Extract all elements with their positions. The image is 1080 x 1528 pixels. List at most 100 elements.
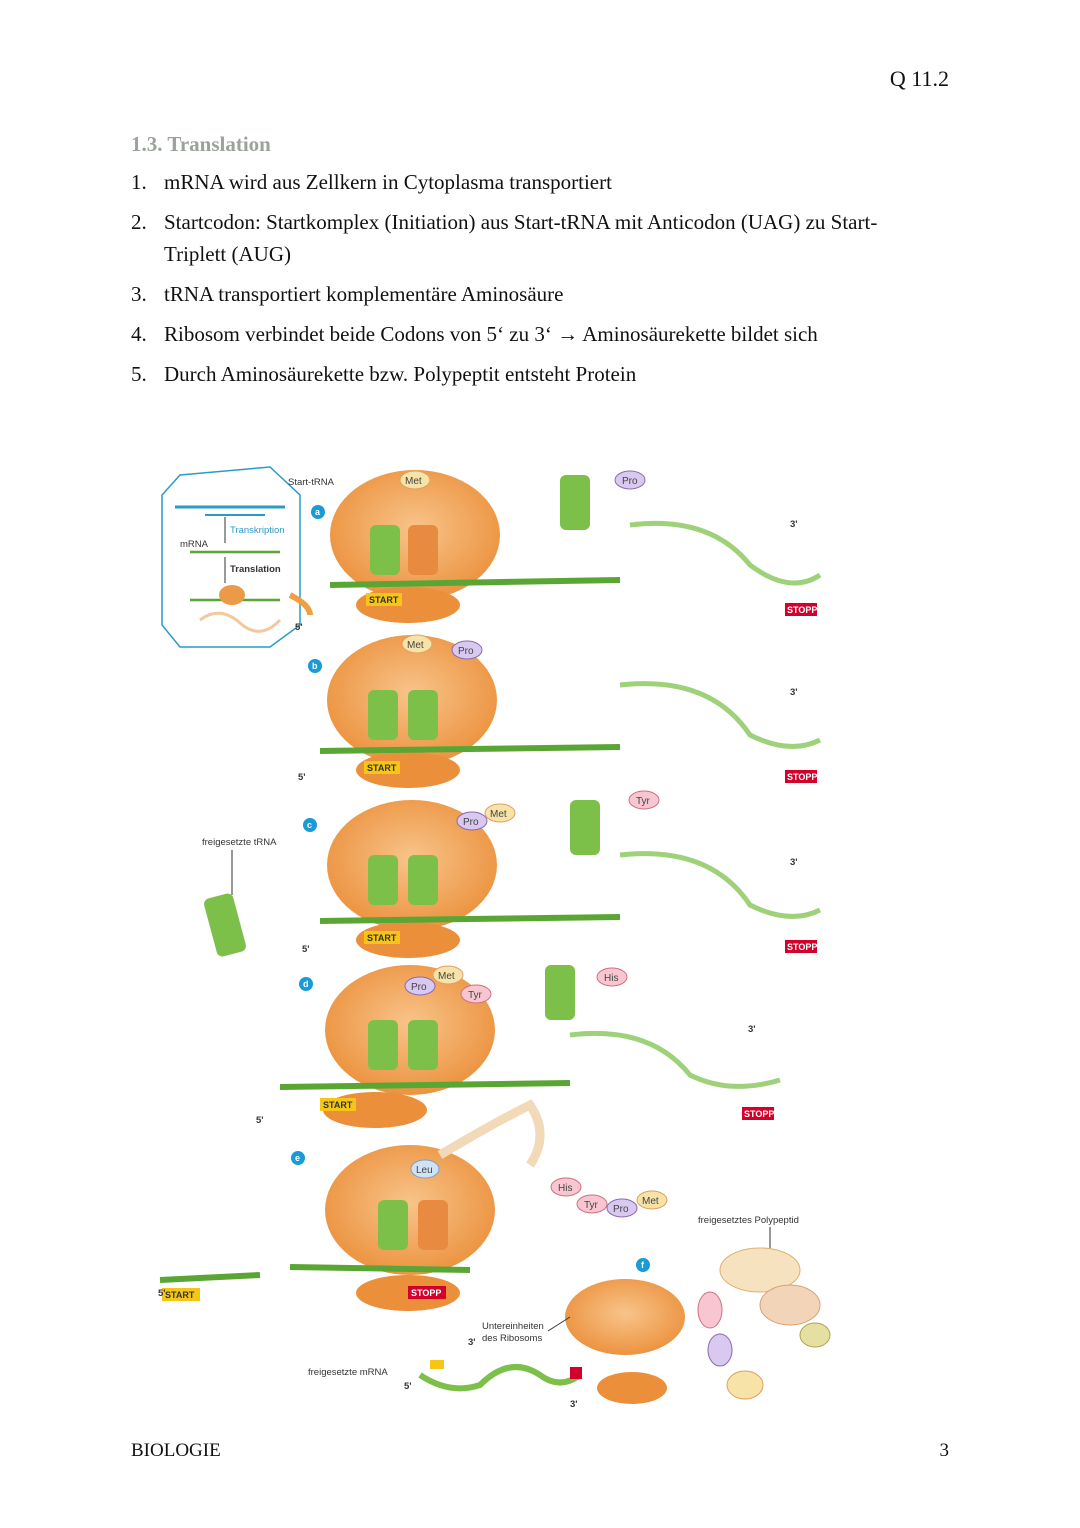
svg-text:His: His	[604, 973, 618, 984]
ribosom-label: des Ribosoms	[482, 1333, 542, 1344]
translation-diagram: Transkription mRNA Translation a Start-t…	[150, 455, 850, 1415]
mrna-strand	[319, 914, 621, 924]
trna-icon	[408, 690, 438, 740]
arrow-icon	[288, 592, 313, 616]
svg-text:e: e	[295, 1153, 300, 1163]
transkription-label: Transkription	[230, 525, 285, 536]
mrna-strand	[319, 744, 621, 754]
list-item: 3. tRNA transportiert komplementäre Amin…	[131, 282, 564, 306]
step-f: f Untereinheiten des Ribosoms freigesetz…	[308, 1258, 685, 1410]
step-marker	[291, 1151, 305, 1165]
ribosome-small-subunit	[597, 1372, 667, 1404]
svg-text:START: START	[367, 763, 397, 773]
step-marker	[311, 505, 325, 519]
svg-text:5': 5'	[295, 622, 303, 633]
svg-text:Met: Met	[405, 476, 422, 487]
translation-steps-list: 1.mRNA wird aus Zellkern in Cytoplasma t…	[131, 166, 931, 398]
trna-icon	[370, 525, 400, 575]
trna-icon	[570, 800, 600, 855]
svg-text:Met: Met	[490, 809, 507, 820]
ribosome-large-subunit	[325, 1145, 495, 1275]
svg-text:Tyr: Tyr	[468, 990, 483, 1001]
svg-text:Met: Met	[407, 640, 424, 651]
svg-text:3': 3'	[748, 1024, 756, 1035]
trna-icon	[545, 965, 575, 1020]
mrna-strand	[159, 1264, 471, 1283]
start-tag	[364, 761, 400, 774]
svg-text:Leu: Leu	[416, 1165, 433, 1176]
svg-text:Pro: Pro	[463, 817, 479, 828]
trna-icon	[560, 475, 590, 530]
svg-text:Pro: Pro	[411, 982, 427, 993]
step-a: a Start-tRNA START Met Pro STOPP 5' 3'	[288, 470, 822, 633]
svg-text:Pro: Pro	[622, 476, 638, 487]
svg-text:5': 5'	[302, 944, 310, 955]
stopp-tag	[785, 603, 817, 616]
svg-text:Pro: Pro	[458, 646, 474, 657]
stopp-tag	[785, 940, 817, 953]
inset-translation-label: Translation	[230, 564, 281, 575]
svg-text:Pro: Pro	[613, 1204, 629, 1215]
step-c: c freigesetzte tRNA START Pro Met Tyr	[202, 790, 822, 958]
svg-text:3': 3'	[468, 1337, 476, 1348]
step-marker	[308, 659, 322, 673]
freigesetzte-trna-label: freigesetzte tRNA	[202, 837, 277, 848]
step-b: b START Met Pro STOPP 5' 3'	[298, 634, 822, 788]
trna-icon	[408, 1020, 438, 1070]
svg-text:STOPP: STOPP	[787, 605, 817, 615]
footer-subject: BIOLOGIE	[131, 1440, 221, 1461]
svg-text:Met: Met	[642, 1196, 659, 1207]
svg-text:5': 5'	[256, 1115, 264, 1126]
svg-text:START: START	[367, 933, 397, 943]
trna-icon	[368, 855, 398, 905]
mrna-strand	[279, 1080, 571, 1090]
svg-text:3': 3'	[790, 687, 798, 698]
svg-text:Met: Met	[438, 971, 455, 982]
freigesetztes-polypeptid-label: freigesetztes Polypeptid	[698, 1215, 799, 1226]
overview-inset: Transkription mRNA Translation	[161, 466, 313, 648]
svg-text:5': 5'	[158, 1288, 166, 1299]
page-number: 3	[939, 1440, 950, 1461]
svg-text:3': 3'	[790, 857, 798, 868]
freigesetzte-mrna-label: freigesetzte mRNA	[308, 1367, 388, 1378]
svg-text:5': 5'	[298, 772, 306, 783]
svg-text:5': 5'	[404, 1381, 412, 1392]
list-item: 2.Startcodon: Startkomplex (Initiation) …	[131, 210, 878, 266]
svg-text:d: d	[303, 979, 309, 989]
list-item: 1.mRNA wird aus Zellkern in Cytoplasma t…	[131, 170, 612, 194]
section-title: 1.3. Translation	[131, 132, 271, 156]
list-item: 4.Ribosom verbindet beide Codons von 5‘ …	[131, 322, 818, 346]
svg-text:His: His	[558, 1183, 572, 1194]
svg-text:START: START	[323, 1100, 353, 1110]
stopp-tag	[408, 1286, 446, 1299]
polypeptide-chain	[437, 1099, 545, 1168]
mrna-strand	[329, 577, 621, 588]
start-trna-label: Start-tRNA	[288, 477, 335, 488]
stopp-tag	[785, 770, 817, 783]
trna-icon	[408, 855, 438, 905]
svg-text:STOPP: STOPP	[411, 1288, 441, 1298]
svg-text:START: START	[165, 1290, 195, 1300]
svg-text:STOPP: STOPP	[744, 1109, 774, 1119]
svg-text:Tyr: Tyr	[636, 796, 651, 807]
svg-text:f: f	[641, 1260, 645, 1270]
start-tag	[320, 1098, 356, 1111]
svg-text:b: b	[312, 661, 318, 671]
step-marker	[299, 977, 313, 991]
course-code: Q 11.2	[889, 66, 949, 91]
step-marker	[303, 818, 317, 832]
list-item: 5.Durch Aminosäurekette bzw. Polypeptit …	[131, 362, 637, 386]
ribosome-large-subunit	[565, 1279, 685, 1355]
trna-icon	[368, 1020, 398, 1070]
svg-text:START: START	[369, 595, 399, 605]
trna-icon	[368, 690, 398, 740]
stopp-tag	[742, 1107, 774, 1120]
start-tag	[366, 593, 402, 606]
svg-text:STOPP: STOPP	[787, 772, 817, 782]
trna-icon	[204, 893, 246, 957]
start-tag	[162, 1288, 200, 1301]
mrna-strand	[418, 1364, 582, 1392]
start-tag	[364, 931, 400, 944]
svg-text:3': 3'	[570, 1399, 578, 1410]
svg-text:3': 3'	[790, 519, 798, 530]
